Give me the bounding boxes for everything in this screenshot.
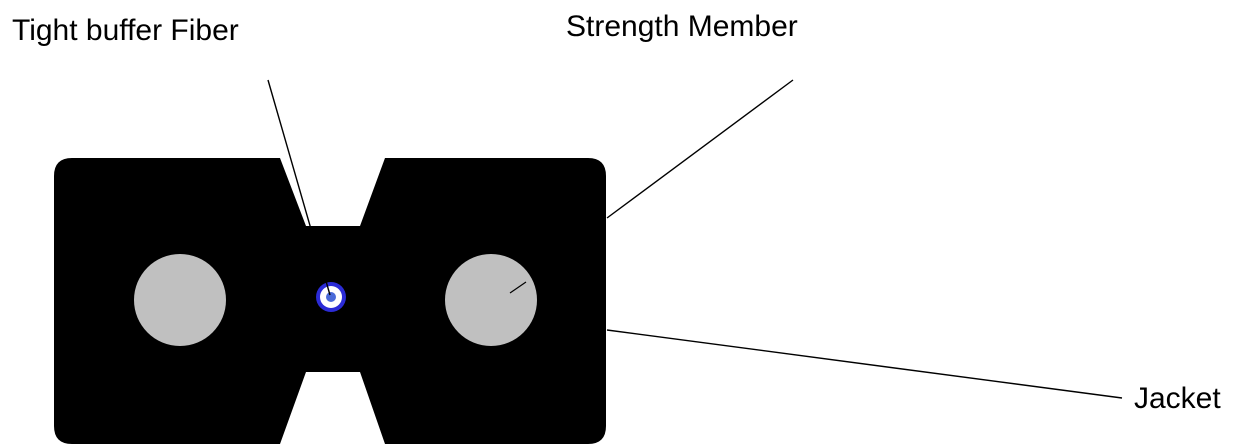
fiber-leader-line	[267, 79, 331, 296]
strength-member-label: Strength Member	[566, 10, 798, 43]
fiber-label: Tight buffer Fiber	[12, 14, 239, 47]
jacket-leader-line	[606, 329, 1123, 399]
strength-member-right	[445, 254, 537, 346]
strength-member-inner-leader-line	[509, 281, 527, 294]
fiber-core	[326, 292, 336, 302]
strength-member-leader-line	[606, 79, 794, 219]
jacket-label: Jacket	[1134, 382, 1221, 415]
strength-member-left	[134, 254, 226, 346]
tight-buffer-fiber	[316, 282, 346, 312]
